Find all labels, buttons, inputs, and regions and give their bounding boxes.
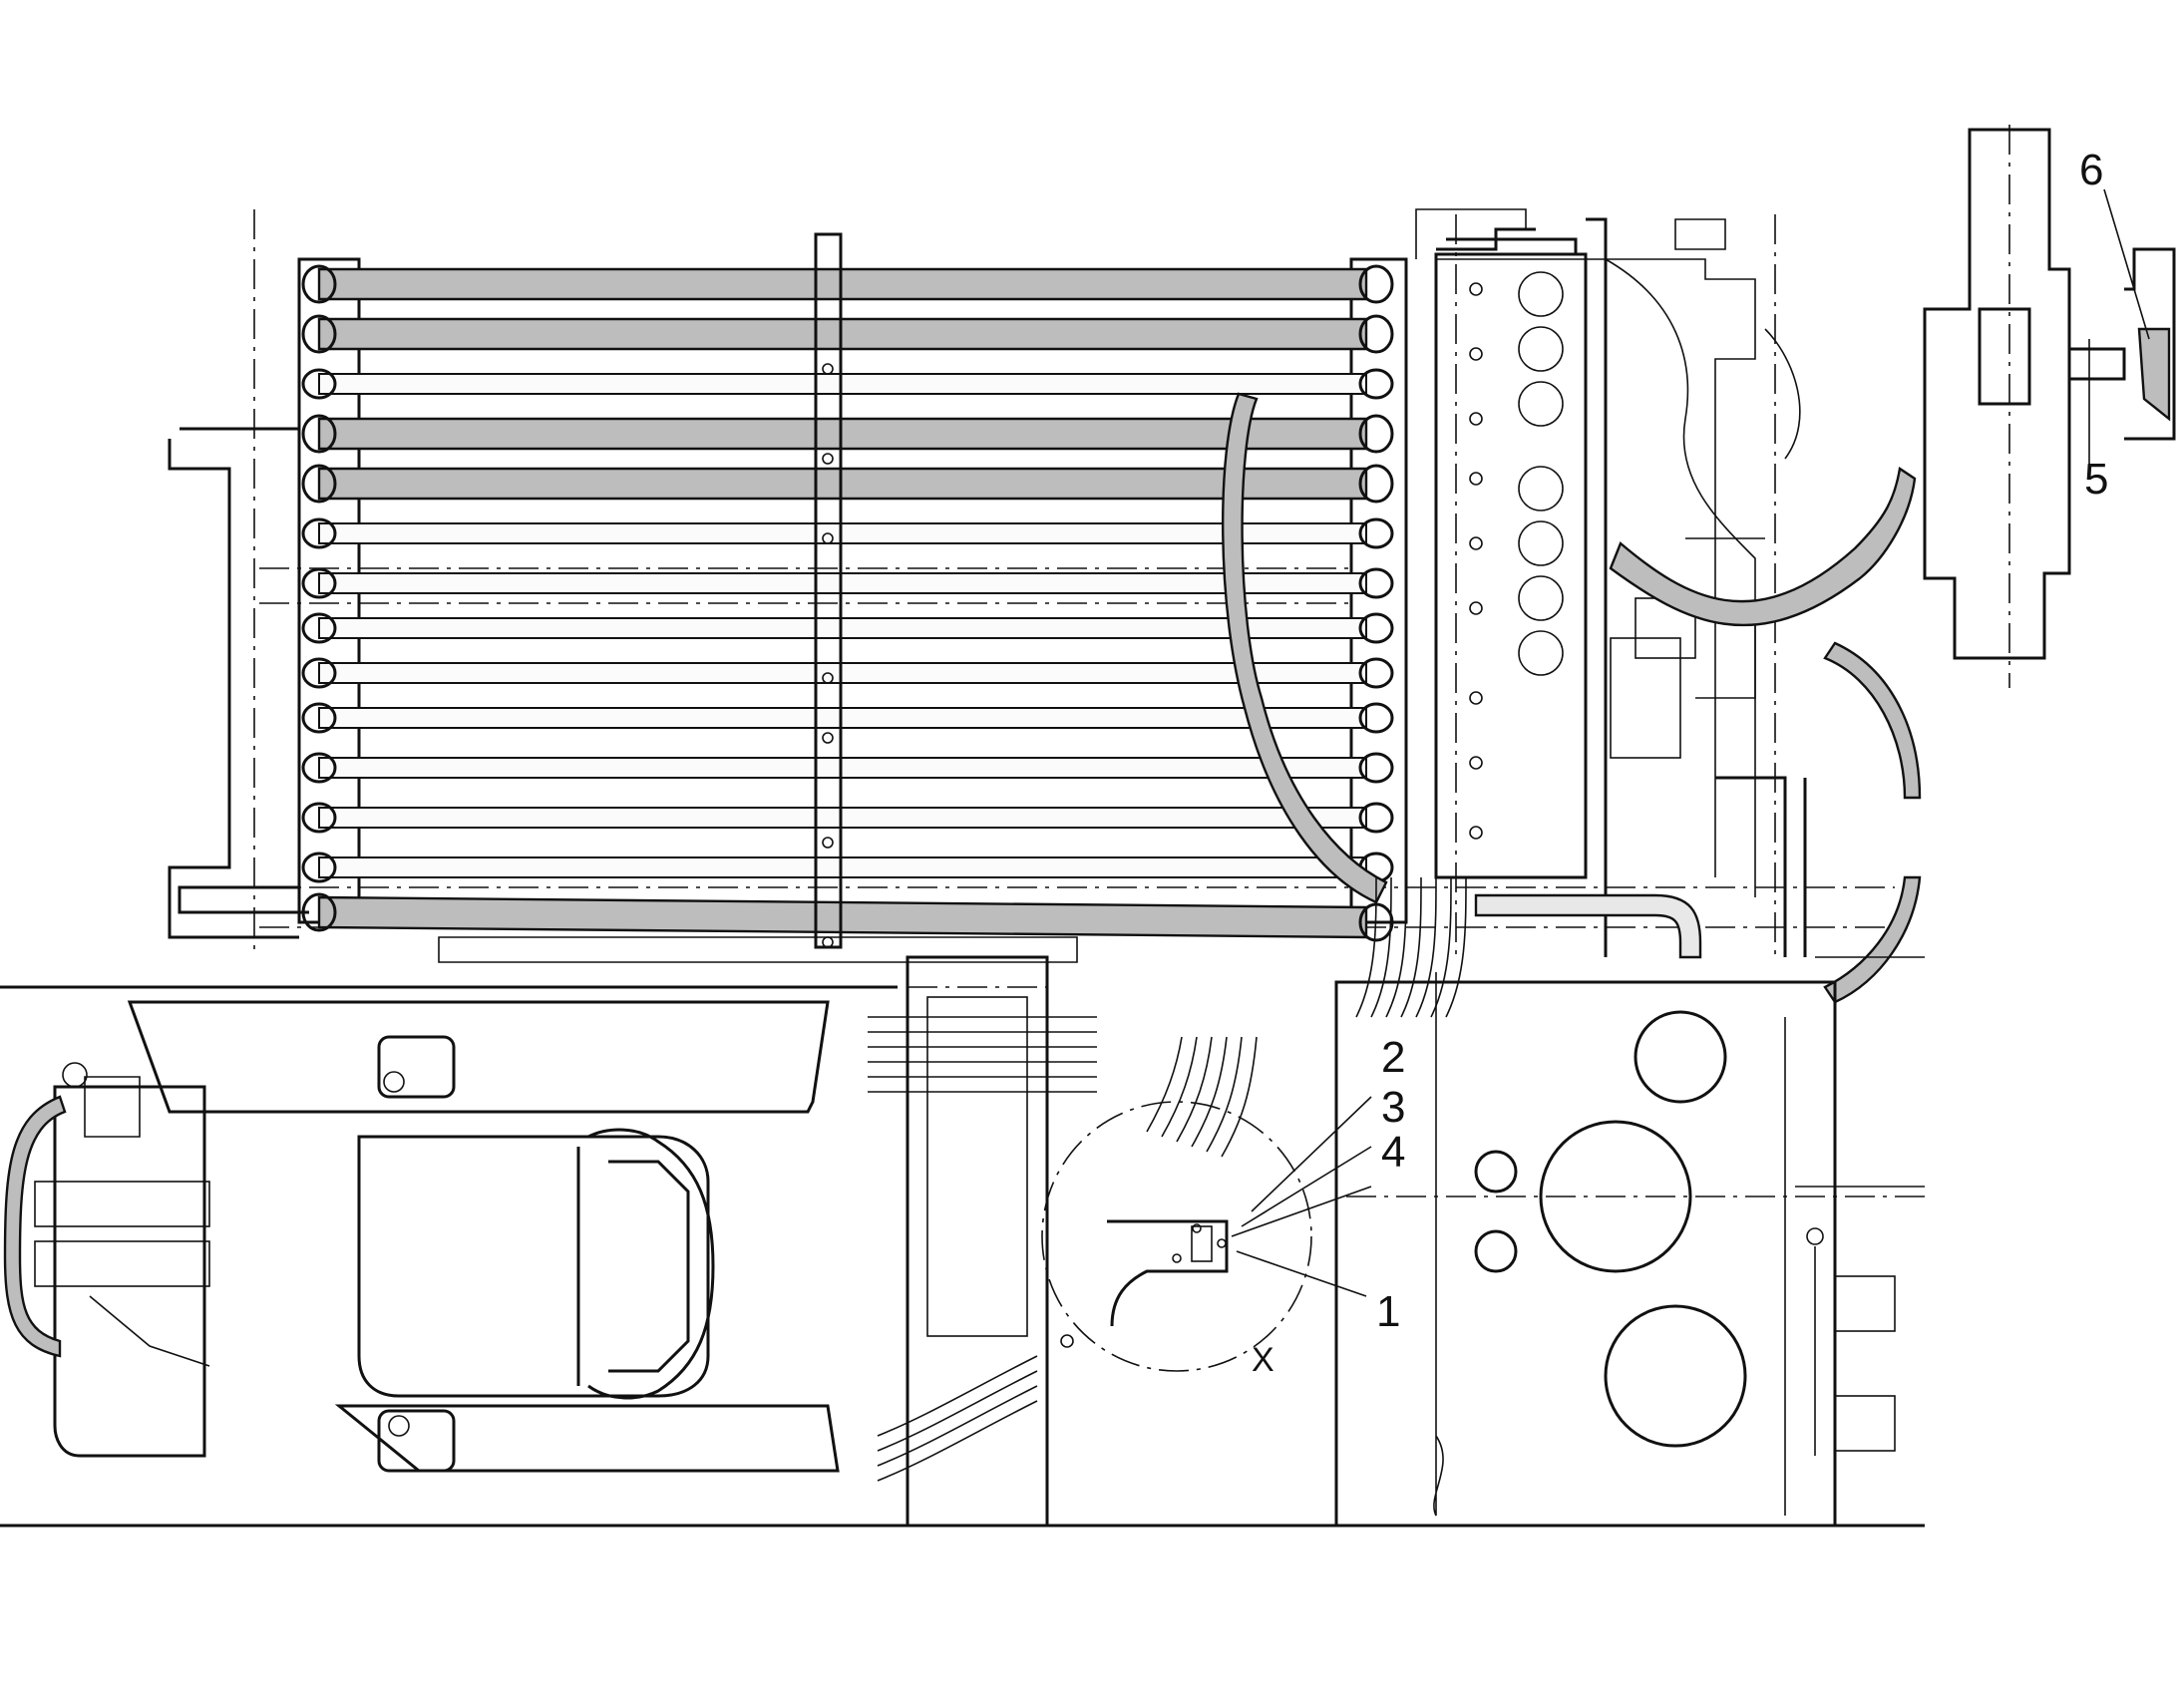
tube-end [1358, 264, 1394, 304]
tube-end [301, 314, 337, 354]
tube [317, 267, 1368, 301]
tube-end [301, 517, 337, 549]
tube-bank [168, 209, 1895, 963]
tube [317, 895, 1368, 939]
tube [318, 373, 1367, 395]
tube-end [301, 464, 337, 504]
callout-4: 4 [1381, 1128, 1405, 1177]
tube [318, 707, 1367, 729]
tube-end [301, 368, 337, 400]
tube [317, 467, 1368, 501]
callout-3: 3 [1381, 1083, 1405, 1132]
tube-end [1358, 702, 1394, 734]
callout-2: 2 [1381, 1033, 1405, 1082]
tube [318, 617, 1367, 639]
tube [318, 522, 1367, 544]
tube [318, 662, 1367, 684]
tube-end [1358, 657, 1394, 689]
tube [317, 417, 1368, 451]
tube-end [301, 612, 337, 644]
tube [317, 317, 1368, 351]
tube-end [301, 852, 337, 883]
tube-end [1358, 314, 1394, 354]
callout-leaders [1231, 1096, 1372, 1297]
tube-end [301, 657, 337, 689]
callout-1: 1 [1376, 1287, 1400, 1336]
tube-end [1358, 752, 1394, 784]
tube [318, 757, 1367, 779]
tube [318, 807, 1367, 829]
tube-end [301, 414, 337, 454]
callout-6: 6 [2079, 146, 2103, 194]
tube [318, 572, 1367, 594]
tube-end [1358, 464, 1394, 504]
inset-valve-detail [1923, 125, 2176, 688]
tube-end [301, 567, 337, 599]
tube-end [301, 802, 337, 834]
tube [318, 856, 1367, 878]
lower-right-block [1334, 956, 1925, 1528]
tube-end [301, 752, 337, 784]
tube-end [1358, 368, 1394, 400]
tube-end [1358, 414, 1394, 454]
view-marker-x: X [1252, 1341, 1274, 1379]
tube-end [301, 702, 337, 734]
pipe-bundle [868, 876, 1467, 1482]
tube-end [1358, 802, 1394, 834]
callout-5: 5 [2084, 455, 2108, 504]
tube-end [301, 264, 337, 304]
tube-end [1358, 612, 1394, 644]
tube-end [1358, 517, 1394, 549]
tube-end [1358, 567, 1394, 599]
tube-end [301, 892, 337, 932]
